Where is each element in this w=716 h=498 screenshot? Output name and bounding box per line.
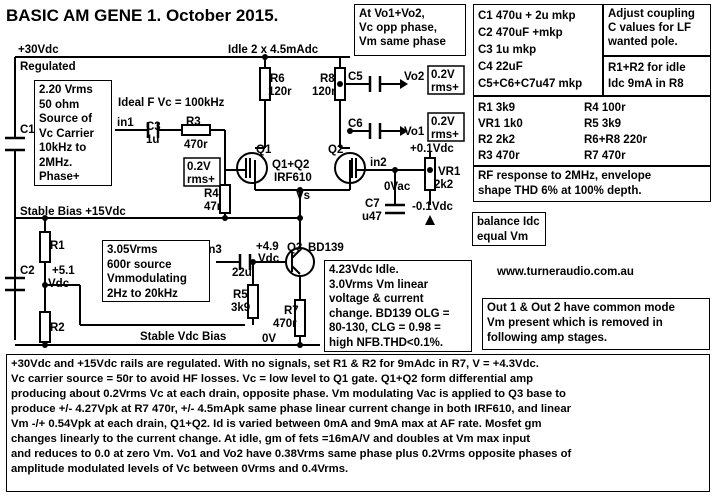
r7-value: 470r (273, 318, 297, 330)
transistors (236, 152, 368, 277)
q1-label: Q1 (256, 144, 272, 156)
plus49-label: +4.9 (256, 241, 279, 253)
q3-label: Q3 (287, 242, 302, 254)
note-line: +30Vdc and +15Vdc rails are regulated. W… (11, 358, 539, 370)
irf610-label: IRF610 (274, 172, 312, 184)
note-line: amplitude modulated levels of Vc between… (11, 463, 349, 475)
q1q2-label: Q1+Q2 (272, 159, 309, 171)
r4-value: 47r (204, 201, 222, 213)
c7-label: C7 (365, 198, 380, 210)
vdc-label: Vdc (48, 278, 70, 290)
r6-label: R6 (270, 73, 285, 85)
ideal-f-label: Ideal F Vc = 100kHz (118, 97, 225, 109)
c3-label: C3 (146, 121, 161, 133)
stable-bias-label: Stable Bias +15Vdc (20, 206, 126, 218)
c6-label: C6 (348, 118, 363, 130)
idle-label: Idle 2 x 4.5mAdc (228, 44, 319, 56)
stable-vdc-bias-label: Stable Vdc Bias (140, 331, 226, 343)
vs-label: Vs (296, 190, 310, 202)
rms-tag-vo1-bottom: rms+ (431, 129, 459, 141)
note-line: Vm -/+ 0.54Vpk at each drain, Q1+Q2. Id … (11, 418, 542, 430)
c3-value: 1u (146, 134, 159, 146)
rms-tag-vo2-top: 0.2V (431, 69, 455, 81)
zero-vac-label: 0Vac (384, 181, 411, 193)
note-line: produce +/- 4.27Vpk at R7 470r, +/- 4.5m… (11, 403, 572, 415)
vr1-value: 2k2 (434, 179, 453, 191)
rms-tag-gate-top: 0.2V (187, 161, 211, 173)
rms-tags: 0.2V rms+ 0.2V rms+ 0.2V rms+ (183, 65, 465, 187)
r6-value: 120r (268, 86, 292, 98)
note-line: changes linearly to the current change. … (11, 433, 531, 445)
r1-label: R1 (50, 240, 65, 252)
explanation-notes: +30Vdc and +15Vdc rails are regulated. W… (6, 354, 710, 492)
r7-label: R7 (284, 305, 299, 317)
vr1-label: VR1 (438, 166, 461, 178)
note-line: producing about 0.2Vrms Vc at each drain… (11, 388, 566, 400)
c1-label: C1 (20, 124, 35, 136)
bd139-label: BD139 (308, 242, 344, 254)
vo-info-box: At Vo1+Vo2,Vc opp phase,Vm same phase (354, 4, 466, 56)
rms-tag-vo1-top: 0.2V (431, 116, 455, 128)
in2-label: in2 (370, 157, 387, 169)
r3-value: 470r (184, 139, 208, 151)
c2-label: C2 (20, 265, 35, 277)
rms-tag-vo2-bottom: rms+ (431, 82, 459, 94)
plus51-label: +5.1 (52, 265, 75, 277)
in1-label: in1 (117, 117, 134, 129)
r8-value: 120r (312, 86, 336, 98)
r5-label: R5 (233, 289, 248, 301)
page-title: BASIC AM GENE 1. October 2015. (6, 6, 279, 25)
q2-label: Q2 (328, 144, 343, 156)
vo1-label: Vo1 (404, 126, 425, 138)
r8-label: R8 (320, 73, 335, 85)
note-line: Vc carrier source = 50r to avoid HF loss… (11, 373, 534, 385)
r3-label: R3 (186, 116, 201, 128)
rail-plus30-label: +30Vdc (18, 44, 59, 56)
minus01-label: -0.1Vdc (412, 201, 454, 213)
rms-tag-gate-bottom: rms+ (187, 174, 215, 186)
c5-label: C5 (348, 71, 363, 83)
regulated-label: Regulated (20, 61, 76, 73)
zero-v-label: 0V (262, 333, 276, 345)
note-line: and reduces to 0.0 at zero Vm. Vo1 and V… (11, 448, 572, 460)
r4-label: R4 (204, 188, 219, 200)
output-arrows (400, 79, 435, 225)
r2-label: R2 (50, 322, 65, 334)
r5-value: 3k9 (231, 302, 250, 314)
junction-dots (42, 54, 433, 348)
vo2-label: Vo2 (404, 71, 424, 83)
website-label: www.turneraudio.com.au (497, 266, 634, 278)
plus01-label: +0.1Vdc (410, 143, 454, 155)
c7-value: u47 (362, 211, 382, 223)
vdc2-label: Vdc (258, 253, 280, 265)
c-22u-label: 22u (232, 267, 252, 279)
schematic-labels: +30Vdc Regulated Stable Bias +15Vdc Idle… (18, 44, 461, 345)
